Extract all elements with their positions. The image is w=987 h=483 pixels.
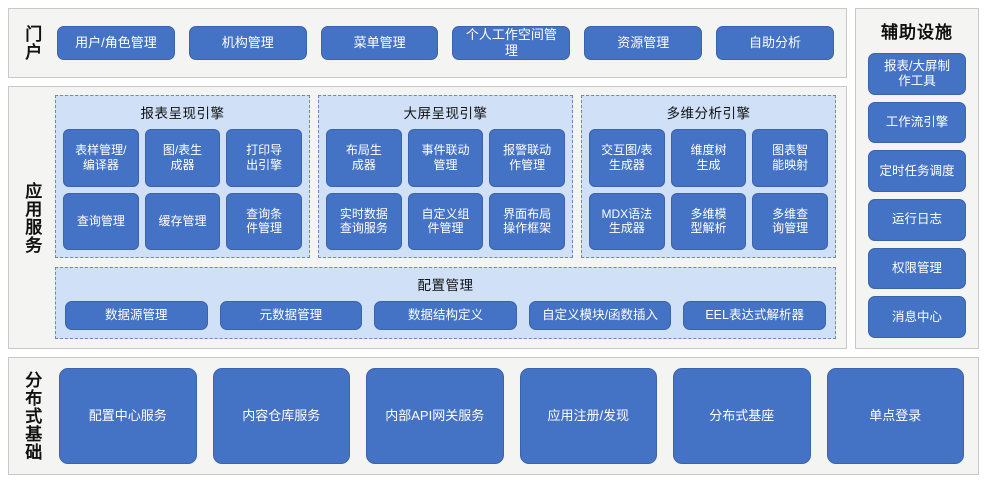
application-service-panel-label: 应用服务 xyxy=(22,181,42,254)
engine-item-query-manage[interactable]: 查询管理 xyxy=(63,192,139,250)
application-service-panel: 应用服务 报表呈现引擎 表样管理/ 编译器 图/表生 成器 打印导 出引擎 查询… xyxy=(8,86,847,349)
engine-multidim-analysis: 多维分析引擎 交互图/表 生成器 维度树 生成 图表智 能映射 MDX语法 生成… xyxy=(581,95,836,258)
engine-item-template-manager[interactable]: 表样管理/ 编译器 xyxy=(63,129,139,187)
left-column: 门户 用户/角色管理 机构管理 菜单管理 个人工作空间管理 资源管理 自助分析 … xyxy=(8,8,847,349)
engine-item-dimension-tree[interactable]: 维度树 生成 xyxy=(670,129,747,187)
portal-item-workspace[interactable]: 个人工作空间管理 xyxy=(452,26,571,60)
portal-item-menu[interactable]: 菜单管理 xyxy=(320,26,439,60)
engine-item-cache-manage[interactable]: 缓存管理 xyxy=(144,192,221,250)
engine-item-realtime-query[interactable]: 实时数据 查询服务 xyxy=(326,192,402,250)
portal-item-resource[interactable]: 资源管理 xyxy=(584,26,703,60)
aux-item-runtime-log[interactable]: 运行日志 xyxy=(868,199,966,241)
distributed-foundation-label: 分布式基础 xyxy=(22,371,42,461)
aux-item-message-center[interactable]: 消息中心 xyxy=(868,296,966,339)
engine-bigscreen-rendering: 大屏呈现引擎 布局生 成器 事件联动 管理 报警联动 作管理 实时数据 查询服务… xyxy=(318,95,573,258)
engine-item-mdx-generator[interactable]: MDX语法 生成器 xyxy=(589,192,665,250)
config-item-eel-parser[interactable]: EEL表达式解析器 xyxy=(683,301,826,330)
config-management-group: 配置管理 数据源管理 元数据管理 数据结构定义 自定义模块/函数插入 EEL表达… xyxy=(55,267,836,339)
engine-item-query-condition[interactable]: 查询条 件管理 xyxy=(226,192,302,250)
engine-report-rendering-grid: 表样管理/ 编译器 图/表生 成器 打印导 出引擎 查询管理 缓存管理 查询条 … xyxy=(63,129,302,250)
aux-facilities-panel: 辅助设施 报表/大屏制 作工具 工作流引擎 定时任务调度 运行日志 权限管理 消… xyxy=(855,8,979,349)
application-service-body: 报表呈现引擎 表样管理/ 编译器 图/表生 成器 打印导 出引擎 查询管理 缓存… xyxy=(53,87,846,348)
engine-item-layout-generator[interactable]: 布局生 成器 xyxy=(326,129,402,187)
engine-bigscreen-rendering-title: 大屏呈现引擎 xyxy=(403,106,488,121)
aux-facilities-title: 辅助设施 xyxy=(881,23,953,42)
portal-item-user-role[interactable]: 用户/角色管理 xyxy=(57,26,175,60)
engines-row: 报表呈现引擎 表样管理/ 编译器 图/表生 成器 打印导 出引擎 查询管理 缓存… xyxy=(55,95,836,258)
distributed-item-sso[interactable]: 单点登录 xyxy=(826,368,964,464)
distributed-item-config-center[interactable]: 配置中心服务 xyxy=(59,368,197,464)
engine-item-multidim-query[interactable]: 多维查 询管理 xyxy=(752,192,828,250)
engine-report-rendering: 报表呈现引擎 表样管理/ 编译器 图/表生 成器 打印导 出引擎 查询管理 缓存… xyxy=(55,95,310,258)
engine-bigscreen-rendering-grid: 布局生 成器 事件联动 管理 报警联动 作管理 实时数据 查询服务 自定义组 件… xyxy=(326,129,565,250)
engine-item-event-linkage[interactable]: 事件联动 管理 xyxy=(407,129,484,187)
config-item-data-structure[interactable]: 数据结构定义 xyxy=(374,301,517,330)
portal-item-self-analysis[interactable]: 自助分析 xyxy=(716,26,834,60)
distributed-item-app-registry[interactable]: 应用注册/发现 xyxy=(519,368,657,464)
engine-multidim-analysis-title: 多维分析引擎 xyxy=(666,106,751,121)
engine-item-alarm-action[interactable]: 报警联动 作管理 xyxy=(489,129,565,187)
distributed-foundation-items: 配置中心服务 内容仓库服务 内部API网关服务 应用注册/发现 分布式基座 单点… xyxy=(53,358,978,474)
distributed-item-content-repo[interactable]: 内容仓库服务 xyxy=(212,368,350,464)
engine-item-interactive-chart[interactable]: 交互图/表 生成器 xyxy=(589,129,665,187)
distributed-foundation-panel: 分布式基础 配置中心服务 内容仓库服务 内部API网关服务 应用注册/发现 分布… xyxy=(8,357,979,475)
distributed-item-dist-base[interactable]: 分布式基座 xyxy=(673,368,811,464)
config-item-datasource[interactable]: 数据源管理 xyxy=(65,301,208,330)
aux-item-report-bigscreen-tool[interactable]: 报表/大屏制 作工具 xyxy=(868,53,966,95)
engine-multidim-analysis-grid: 交互图/表 生成器 维度树 生成 图表智 能映射 MDX语法 生成器 多维模 型… xyxy=(589,129,828,250)
portal-panel-label: 门户 xyxy=(22,25,42,61)
engine-item-print-export[interactable]: 打印导 出引擎 xyxy=(226,129,302,187)
portal-item-org[interactable]: 机构管理 xyxy=(188,26,307,60)
engine-item-model-parser[interactable]: 多维模 型解析 xyxy=(670,192,747,250)
config-item-metadata[interactable]: 元数据管理 xyxy=(219,301,363,330)
upper-region: 门户 用户/角色管理 机构管理 菜单管理 个人工作空间管理 资源管理 自助分析 … xyxy=(8,8,979,349)
engine-report-rendering-title: 报表呈现引擎 xyxy=(140,106,225,121)
aux-item-workflow-engine[interactable]: 工作流引擎 xyxy=(868,101,966,144)
aux-item-permission-manage[interactable]: 权限管理 xyxy=(868,247,966,290)
engine-item-chart-table-generator[interactable]: 图/表生 成器 xyxy=(144,129,221,187)
engine-item-chart-smart-mapping[interactable]: 图表智 能映射 xyxy=(752,129,828,187)
portal-items: 用户/角色管理 机构管理 菜单管理 个人工作空间管理 资源管理 自助分析 xyxy=(53,9,846,77)
engine-item-ui-layout-framework[interactable]: 界面布局 操作框架 xyxy=(489,192,565,250)
config-management-title: 配置管理 xyxy=(417,278,474,293)
engine-item-custom-component[interactable]: 自定义组 件管理 xyxy=(407,192,484,250)
distributed-item-api-gateway[interactable]: 内部API网关服务 xyxy=(366,368,504,464)
aux-item-task-scheduler[interactable]: 定时任务调度 xyxy=(868,150,966,193)
config-management-items: 数据源管理 元数据管理 数据结构定义 自定义模块/函数插入 EEL表达式解析器 xyxy=(65,301,826,330)
config-item-custom-module[interactable]: 自定义模块/函数插入 xyxy=(528,301,672,330)
portal-panel: 门户 用户/角色管理 机构管理 菜单管理 个人工作空间管理 资源管理 自助分析 xyxy=(8,8,847,78)
